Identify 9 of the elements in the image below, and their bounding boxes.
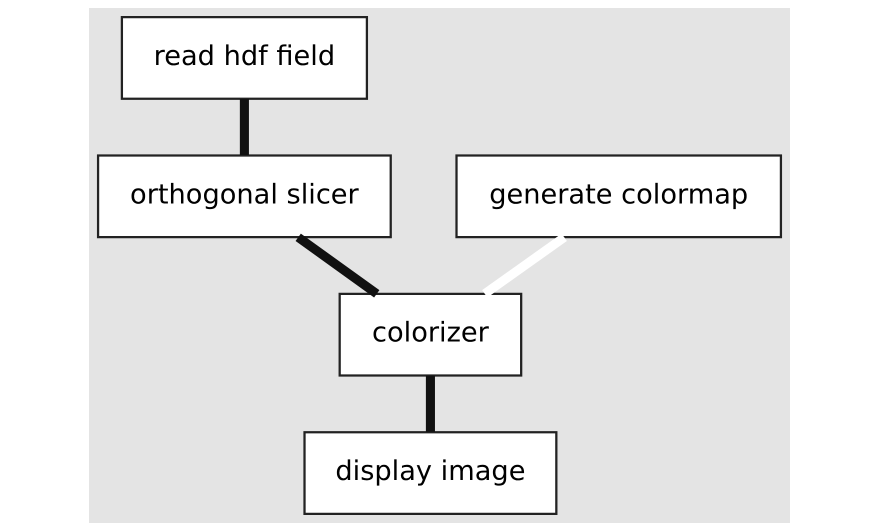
connector: [425, 376, 434, 432]
connector: [239, 98, 248, 155]
connector: [295, 234, 379, 298]
node-box: orthogonal slicer: [96, 154, 392, 238]
node-box: display image: [302, 431, 557, 516]
connector: [482, 234, 566, 298]
node-box: generate colormap: [454, 154, 782, 238]
node-box: read hdf field: [120, 16, 368, 100]
node-box: colorizer: [338, 292, 522, 377]
